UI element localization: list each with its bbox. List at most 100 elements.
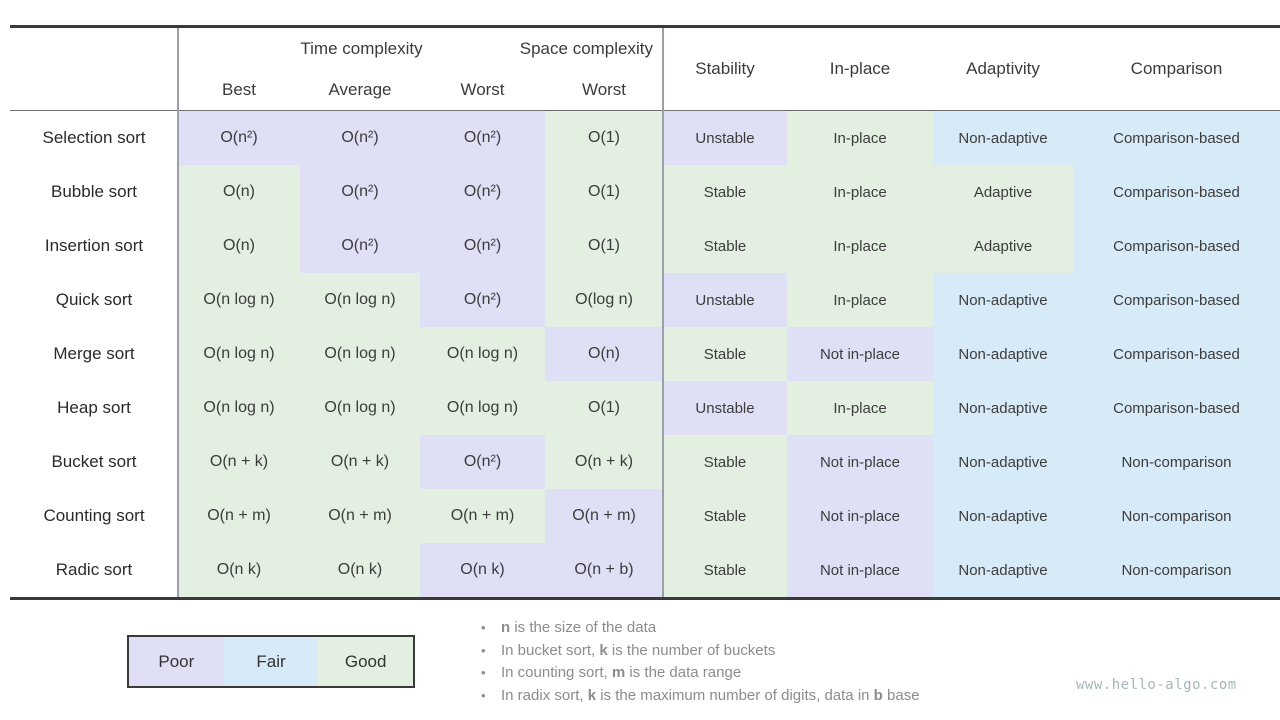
table-cell: O(n k)	[178, 543, 300, 597]
header-adaptivity: Adaptivity	[966, 59, 1040, 78]
bullet-icon: •	[481, 665, 486, 680]
table-cell: O(n²)	[300, 219, 420, 273]
table-cell: Stable	[663, 435, 787, 489]
table-cell: Stable	[663, 219, 787, 273]
legend-item-good: Good	[318, 637, 414, 686]
footnote-line: • In radix sort, k is the maximum number …	[477, 685, 920, 708]
header-comparison: Comparison	[1130, 59, 1223, 78]
table-cell: O(n)	[545, 327, 663, 381]
table-cell: Comparison-based	[1073, 219, 1280, 273]
table-cell: O(n k)	[420, 543, 545, 597]
table-cell: O(n²)	[420, 219, 545, 273]
table-cell: O(1)	[545, 381, 663, 435]
watermark: www.hello-algo.com	[1076, 677, 1237, 693]
header-best: Best	[221, 79, 257, 99]
footnote-text: In counting sort, m is the data range	[501, 664, 742, 681]
table-cell: In-place	[787, 381, 933, 435]
table-cell: Non-adaptive	[933, 381, 1073, 435]
table-cell: Non-comparison	[1073, 489, 1280, 543]
table-cell: O(n + k)	[300, 435, 420, 489]
table-cell: Non-comparison	[1073, 543, 1280, 597]
table-cell: O(n + b)	[545, 543, 663, 597]
table-cell: O(n log n)	[420, 327, 545, 381]
table-cell: O(n²)	[300, 111, 420, 165]
header-in-place: In-place	[829, 59, 891, 78]
table-cell: O(1)	[545, 111, 663, 165]
table-cell: Stable	[663, 165, 787, 219]
table-cell: O(n²)	[420, 273, 545, 327]
table-cell: Non-adaptive	[933, 489, 1073, 543]
algorithm-name: Counting sort	[43, 506, 145, 525]
table-cell: Stable	[663, 489, 787, 543]
algorithm-name: Radic sort	[55, 560, 133, 579]
header-average: Average	[328, 79, 392, 99]
bullet-icon: •	[481, 642, 486, 658]
legend-item-poor: Poor	[129, 637, 224, 686]
algorithm-name: Merge sort	[53, 344, 135, 363]
bullet-icon: •	[481, 620, 486, 635]
table-cell: O(1)	[545, 165, 663, 219]
table-cell: Non-adaptive	[933, 327, 1073, 381]
footnotes: • n is the size of the data • In bucket sor…	[477, 617, 920, 707]
table-cell: O(n)	[178, 165, 300, 219]
table-cell: In-place	[787, 165, 933, 219]
header-worst-space: Worst	[581, 79, 627, 99]
table-cell: O(log n)	[545, 273, 663, 327]
table-cell: O(n log n)	[178, 327, 300, 381]
column-divider-left	[177, 28, 179, 597]
table-cell: Non-adaptive	[933, 273, 1073, 327]
table-cell: Not in-place	[787, 543, 933, 597]
table-cell: Stable	[663, 543, 787, 597]
footnote-text: In bucket sort, k is the number of bucke…	[501, 641, 776, 659]
footnote-line: • In bucket sort, k is the number of buck…	[477, 640, 920, 663]
table-cell: In-place	[787, 219, 933, 273]
table-cell: Unstable	[663, 111, 787, 165]
table-cell: In-place	[787, 111, 933, 165]
footnote-text: n is the size of the data	[501, 619, 657, 636]
table-cell: In-place	[787, 273, 933, 327]
table-cell: Comparison-based	[1073, 111, 1280, 165]
algorithm-name: Insertion sort	[44, 236, 144, 255]
header-space-complexity: Space complexity	[519, 38, 653, 58]
table-cell: O(n + k)	[178, 435, 300, 489]
bullet-icon: •	[481, 687, 486, 703]
table-cell: O(n + m)	[300, 489, 420, 543]
table-cell: O(n + k)	[545, 435, 663, 489]
table-cell: O(n log n)	[300, 327, 420, 381]
header-time-complexity: Time complexity	[300, 38, 423, 58]
legend-item-fair: Fair	[223, 637, 319, 686]
table-cell: O(n k)	[300, 543, 420, 597]
algorithm-name: Bucket sort	[51, 452, 137, 471]
table-cell: Adaptive	[933, 165, 1073, 219]
table-cell: O(n²)	[420, 165, 545, 219]
table-cell: O(n log n)	[300, 381, 420, 435]
table-cell: O(n + m)	[545, 489, 663, 543]
algorithm-name: Bubble sort	[51, 182, 137, 201]
table-header: Time complexity Space complexity Best Av…	[10, 28, 1280, 111]
table-cell: Not in-place	[787, 435, 933, 489]
table-cell: O(n log n)	[420, 381, 545, 435]
table-cell: O(n²)	[178, 111, 300, 165]
table-cell: Comparison-based	[1073, 273, 1280, 327]
footnote-text: In radix sort, k is the maximum number o…	[501, 686, 920, 704]
table-cell: Unstable	[663, 381, 787, 435]
header-stability: Stability	[695, 59, 755, 78]
column-divider-right	[662, 28, 664, 597]
table-cell: O(n log n)	[178, 273, 300, 327]
table-cell: Non-adaptive	[933, 543, 1073, 597]
table-cell: O(n²)	[420, 435, 545, 489]
table-cell: O(n log n)	[178, 381, 300, 435]
algorithm-name: Heap sort	[57, 398, 131, 417]
table-cell: O(n log n)	[300, 273, 420, 327]
table-cell: O(n)	[178, 219, 300, 273]
